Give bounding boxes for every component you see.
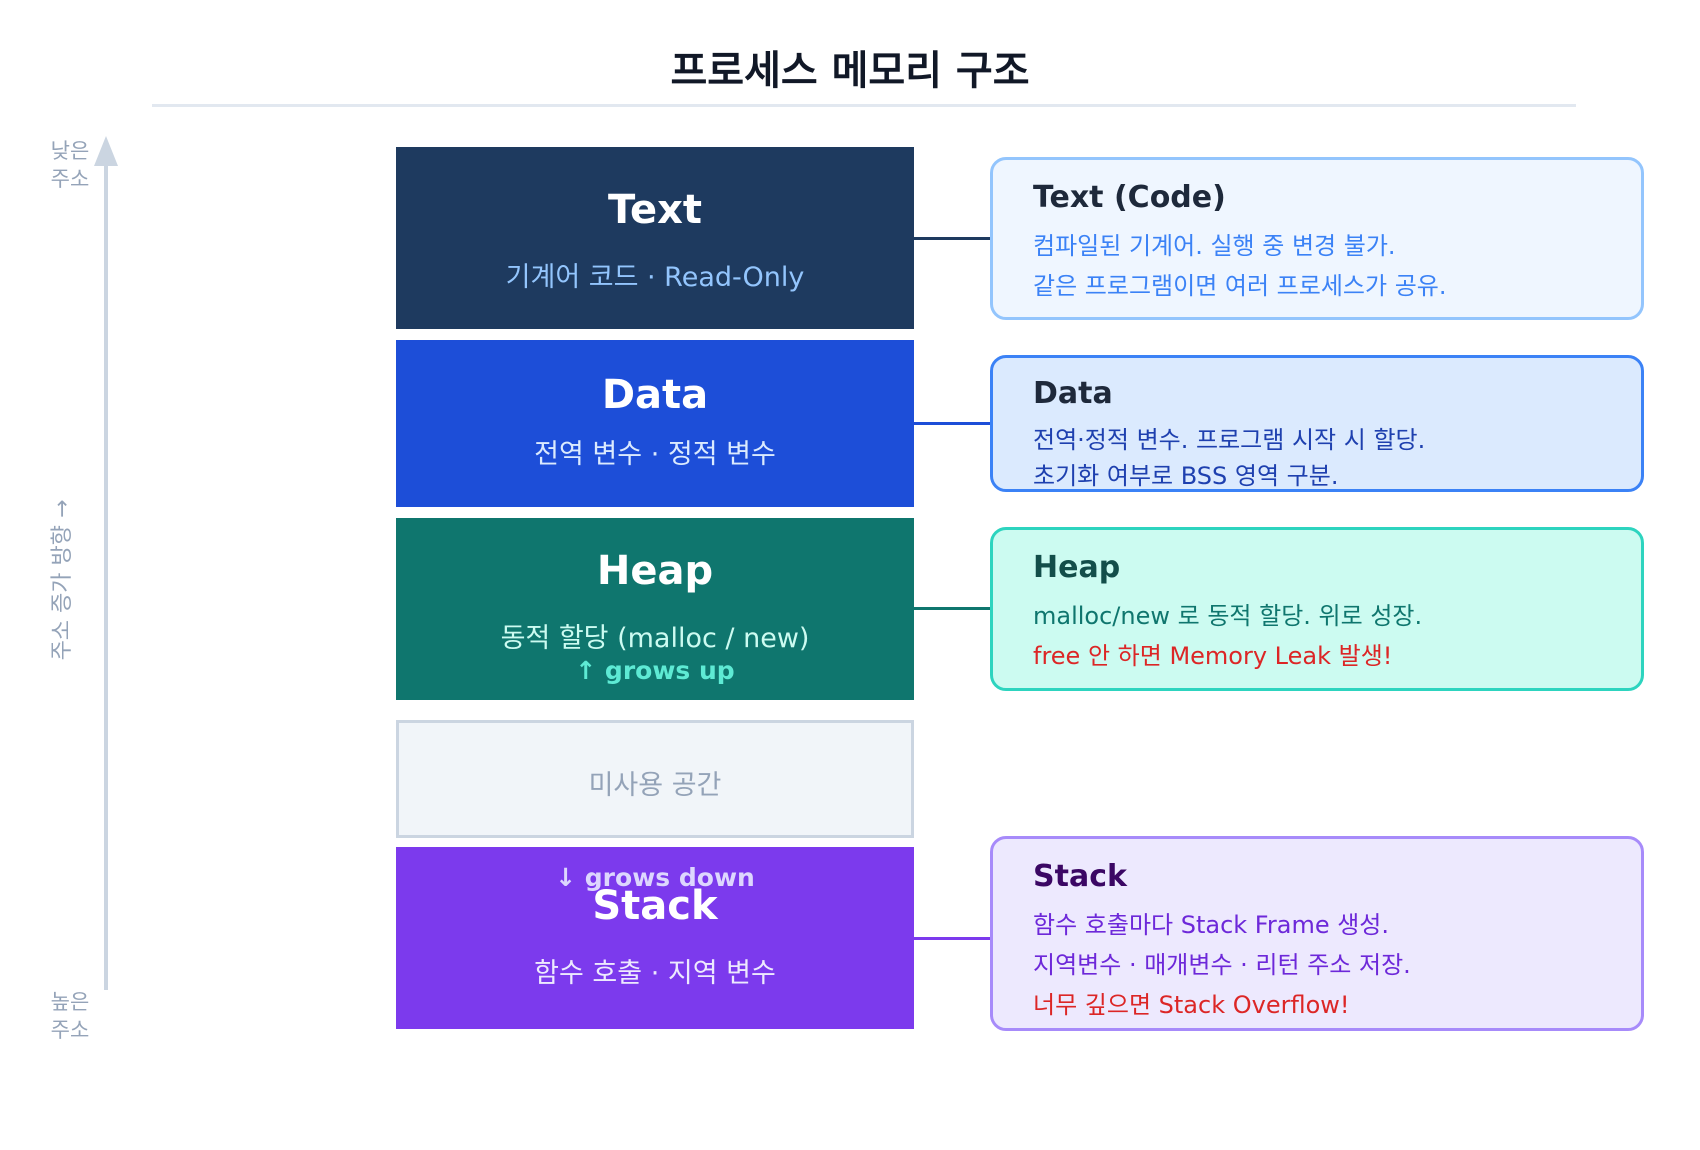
- connector-text: [914, 237, 990, 240]
- callout-stack-line: 함수 호출마다 Stack Frame 생성.: [1033, 911, 1390, 939]
- segment-stack-name: Stack: [592, 883, 718, 929]
- callout-stack: Stack 함수 호출마다 Stack Frame 생성. 지역변수 · 매개변…: [990, 836, 1644, 1031]
- callout-text: Text (Code) 컴파일된 기계어. 실행 중 변경 불가. 같은 프로그…: [990, 157, 1644, 320]
- segment-stack: ↓ grows down Stack 함수 호출 · 지역 변수: [396, 847, 914, 1029]
- connector-heap: [914, 607, 990, 610]
- high-address-label: 높은 주소: [50, 990, 90, 1042]
- segment-heap: Heap 동적 할당 (malloc / new) ↑ grows up: [396, 518, 914, 700]
- address-direction-label: 주소 증가 방향 →: [50, 499, 75, 661]
- callout-data: Data 전역·정적 변수. 프로그램 시작 시 할당. 초기화 여부로 BSS…: [990, 355, 1644, 492]
- callout-stack-title: Stack: [1033, 859, 1127, 894]
- segment-data-name: Data: [601, 372, 709, 418]
- stack-grows-down-label: ↓ grows down: [555, 863, 755, 892]
- callout-text-line: 같은 프로그램이면 여러 프로세스가 공유.: [1033, 272, 1447, 300]
- segment-stack-sub: 함수 호출 · 지역 변수: [534, 958, 776, 989]
- callout-heap-warning: free 안 하면 Memory Leak 발생!: [1033, 642, 1393, 670]
- segment-text-name: Text: [607, 187, 703, 233]
- page-title: 프로세스 메모리 구조: [670, 48, 1030, 94]
- title-divider: [152, 104, 1576, 107]
- callout-data-line: 초기화 여부로 BSS 영역 구분.: [1033, 462, 1339, 490]
- segment-text-sub: 기계어 코드 · Read-Only: [505, 262, 805, 293]
- connector-stack: [914, 937, 990, 940]
- segment-data-sub: 전역 변수 · 정적 변수: [534, 439, 776, 470]
- callout-heap-line: malloc/new 로 동적 할당. 위로 성장.: [1033, 602, 1423, 630]
- segment-data: Data 전역 변수 · 정적 변수: [396, 340, 914, 507]
- callout-heap-title: Heap: [1033, 550, 1121, 585]
- callout-heap: Heap malloc/new 로 동적 할당. 위로 성장. free 안 하…: [990, 527, 1644, 691]
- low-address-label: 낮은 주소: [50, 139, 90, 191]
- segment-text: Text 기계어 코드 · Read-Only: [396, 147, 914, 329]
- heap-grows-up-label: ↑ grows up: [575, 656, 735, 685]
- segment-free-space: 미사용 공간: [396, 720, 914, 838]
- segment-heap-name: Heap: [596, 548, 714, 594]
- callout-text-title: Text (Code): [1033, 180, 1226, 215]
- address-axis-line: [104, 160, 108, 990]
- connector-data: [914, 422, 990, 425]
- callout-data-title: Data: [1033, 376, 1113, 411]
- callout-text-line: 컴파일된 기계어. 실행 중 변경 불가.: [1033, 232, 1396, 260]
- segment-heap-sub: 동적 할당 (malloc / new): [500, 623, 810, 654]
- callout-stack-warning: 너무 깊으면 Stack Overflow!: [1033, 991, 1350, 1019]
- free-space-label: 미사용 공간: [588, 770, 722, 801]
- callout-data-line: 전역·정적 변수. 프로그램 시작 시 할당.: [1033, 426, 1426, 454]
- callout-stack-line: 지역변수 · 매개변수 · 리턴 주소 저장.: [1033, 951, 1411, 979]
